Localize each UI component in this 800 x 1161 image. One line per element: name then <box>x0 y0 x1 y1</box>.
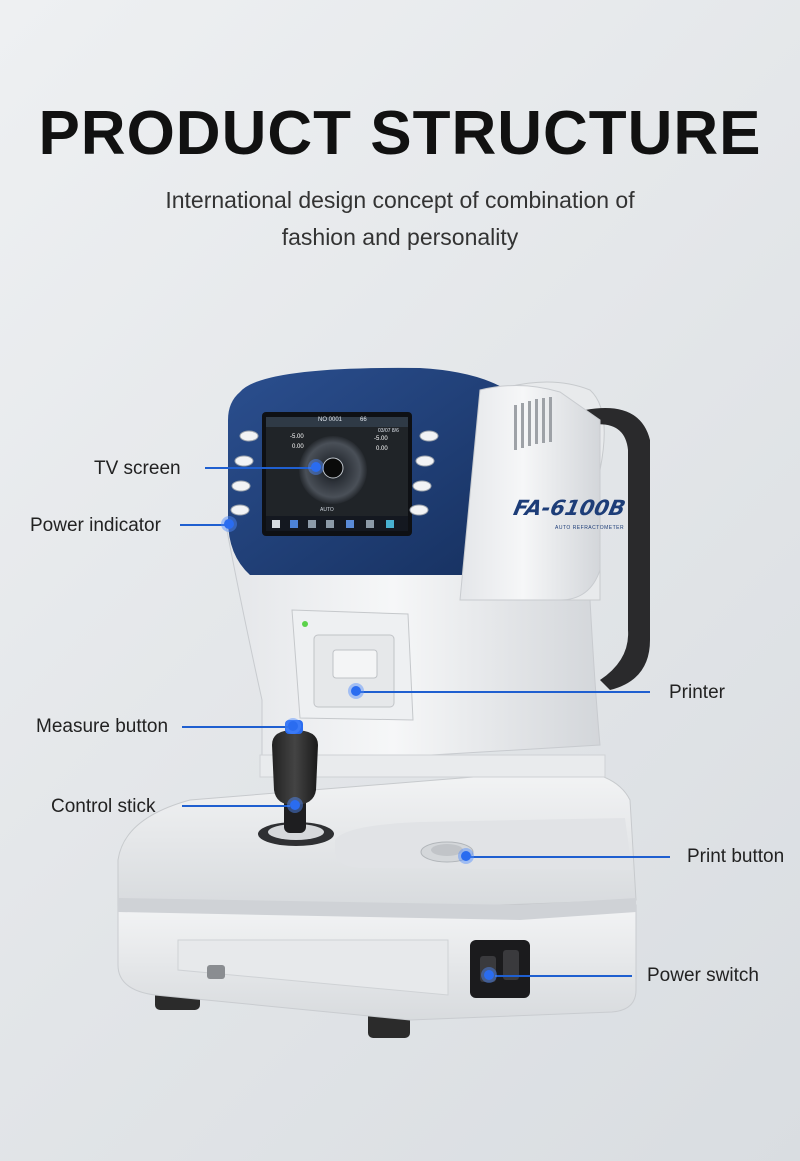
marker-control-stick <box>290 800 300 810</box>
screen-date: 03/07 8/6 <box>378 428 399 434</box>
screen-right-value-2: 0.00 <box>376 446 388 452</box>
leader-printer <box>360 691 650 693</box>
body-collar <box>259 754 606 778</box>
screen-right-value-1: -5.00 <box>374 436 388 442</box>
screen-left-value-1: -5.00 <box>290 434 304 440</box>
screen-header-bar <box>266 417 408 427</box>
callout-print-button: Print button <box>687 846 785 867</box>
callout-printer: Printer <box>669 682 725 703</box>
printer-led <box>302 621 308 627</box>
screen-mode: AUTO <box>320 507 334 513</box>
callout-measure-button: Measure button <box>36 716 169 737</box>
screen-left-value-2: 0.00 <box>292 444 304 450</box>
leader-print-button <box>470 856 670 858</box>
leader-measure-button <box>182 726 288 728</box>
head-right-shell <box>459 385 601 601</box>
vent-grille <box>514 397 552 450</box>
base-pad <box>335 818 632 870</box>
marker-tv-screen <box>311 462 321 472</box>
marker-measure-button <box>288 721 298 731</box>
screen-header-right: 66 <box>360 417 367 423</box>
leader-tv-screen <box>205 467 315 469</box>
screen-header-text: NO 0001 <box>318 417 343 423</box>
marker-printer <box>351 686 361 696</box>
leader-control-stick <box>182 805 290 807</box>
power-switch-panel <box>470 940 530 998</box>
power-switch-knob-2 <box>503 950 519 980</box>
callout-power-indicator: Power indicator <box>30 515 161 536</box>
base-screw <box>207 965 225 979</box>
callout-tv-screen: TV screen <box>94 458 181 479</box>
forehead-rest <box>585 408 650 690</box>
printer-slot <box>332 649 378 679</box>
subtitle-line-1: International design concept of combinat… <box>165 187 635 213</box>
base-ridge <box>118 898 636 920</box>
leader-power-indicator <box>180 524 228 526</box>
screen-buttons-right <box>409 430 439 516</box>
marker-power-indicator <box>224 519 234 529</box>
marker-power-switch <box>484 970 494 980</box>
callout-control-stick: Control stick <box>51 796 156 817</box>
screen-eye-pupil <box>322 457 344 479</box>
page-subtitle: International design concept of combinat… <box>0 182 800 256</box>
subtitle-line-2: fashion and personality <box>281 224 519 250</box>
leader-power-switch <box>495 975 632 977</box>
stick-grip <box>272 730 318 805</box>
screen-buttons-left <box>230 430 259 516</box>
model-subtitle: AUTO REFRACTOMETER <box>555 525 625 531</box>
callout-power-switch: Power switch <box>647 965 759 986</box>
base-front-recess <box>177 939 449 996</box>
page-title: PRODUCT STRUCTURE <box>38 99 762 168</box>
model-logo: FA-6100B <box>511 496 628 520</box>
marker-print-button <box>461 851 471 861</box>
